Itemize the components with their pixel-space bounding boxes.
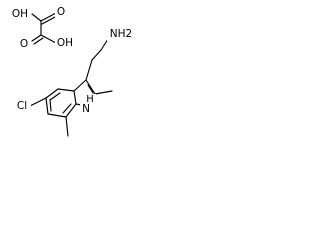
chlorine-label: Cl (17, 100, 27, 112)
oxalic-oh-top-bond (31, 13, 42, 22)
benzene-bond-1 (45, 88, 59, 99)
benzene-inner-bond-1 (49, 92, 61, 101)
indole-h-label: H (86, 94, 94, 105)
oxalic-o-top-double-bond (40, 12, 57, 22)
oxalic-oh-bottom-label: OH (57, 37, 73, 49)
benzene-bond-4 (65, 103, 77, 118)
benzene-inner-bond-3 (49, 99, 52, 112)
chain-bond-1 (85, 59, 93, 81)
chloro-bond (29, 97, 47, 107)
pyrrole-bond-1 (73, 79, 87, 92)
oxalic-o-bottom-label: O (20, 38, 28, 50)
pyrrole-bond-2 (85, 79, 96, 95)
pyrrole-inner-double-bond (87, 84, 94, 94)
amine-nh2-label: NH2 (110, 28, 132, 40)
oxalic-o-bottom-double-bond (31, 34, 42, 42)
benzene-bond-3 (73, 90, 77, 105)
oxalic-acid: OH O O OH (10, 5, 75, 51)
indole-core: Cl H N (14, 79, 113, 137)
methyl-bond-c2 (94, 90, 113, 95)
benzene-bond-2 (57, 88, 75, 92)
oxalic-o-top-label: O (57, 6, 65, 18)
oxalic-oh-top-label: OH (12, 8, 28, 20)
benzene-inner-bond-2 (62, 103, 72, 114)
oxalic-o-bottom-double-bond-2 (33, 37, 44, 45)
chemical-structure-diagram: OH O O OH NH2 Cl H (10, 5, 133, 137)
oxalic-o-top-double-bond-2 (41, 15, 58, 25)
oxalic-oh-bottom-bond (40, 34, 57, 44)
methyl-bond-c7 (65, 116, 69, 137)
indole-n-label: N (82, 103, 90, 115)
ethylamine-chain: NH2 (85, 27, 133, 81)
chain-bond-2 (91, 49, 102, 61)
benzene-bond-5 (47, 113, 67, 118)
benzene-bond-6 (45, 97, 49, 115)
